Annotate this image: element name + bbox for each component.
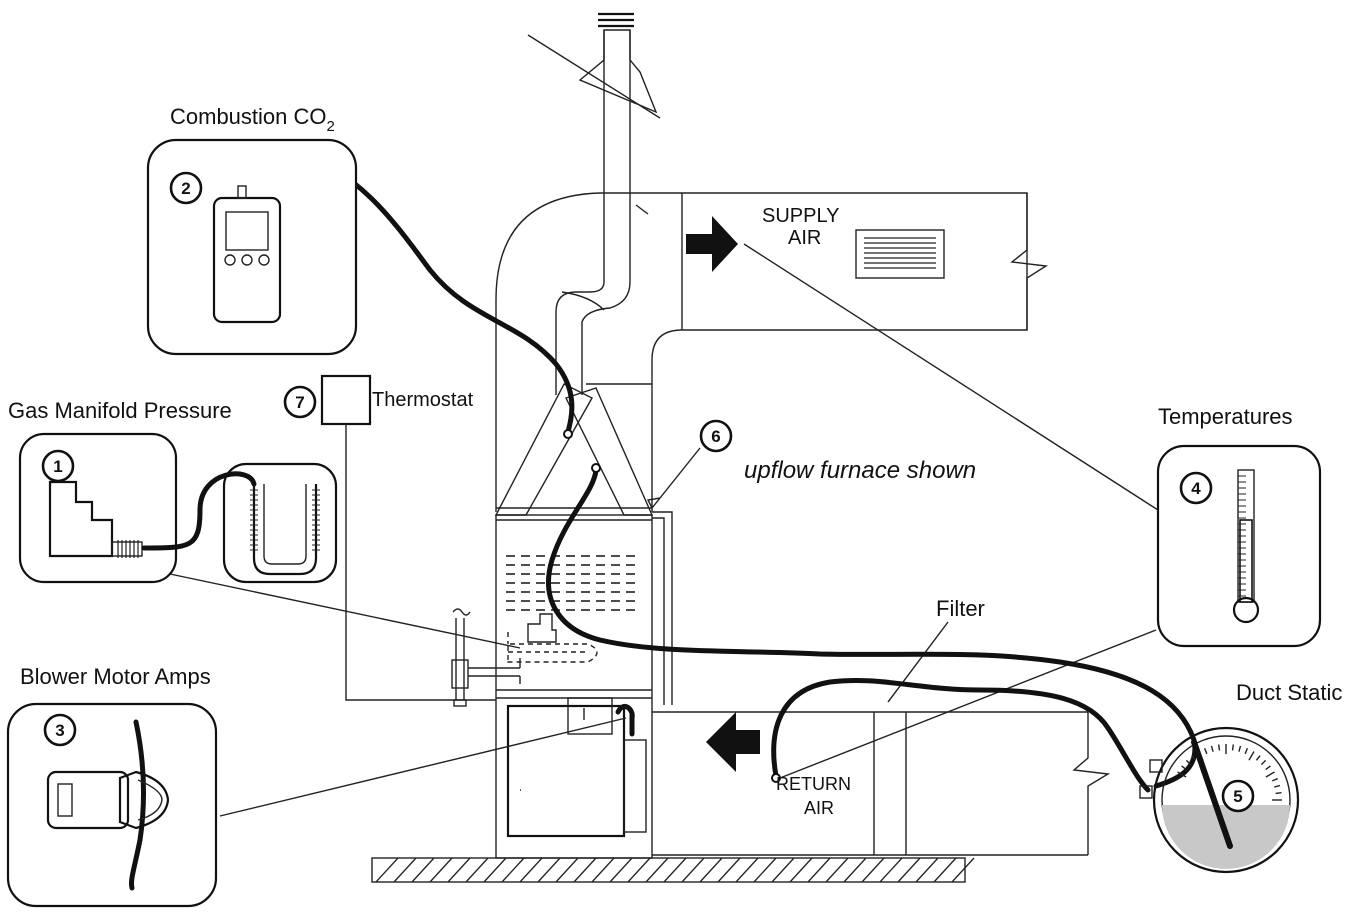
callout-1: 1 (41, 449, 75, 483)
supply-probe (563, 429, 573, 439)
svg-text:5: 5 (1233, 787, 1242, 806)
callout-2: 2 (169, 171, 203, 205)
temperatures-label: Temperatures (1158, 404, 1293, 429)
blower-motor-amps-label: Blower Motor Amps (20, 664, 211, 689)
floor-hatch (371, 857, 975, 883)
filter-label: Filter (936, 596, 985, 621)
furnace-cabinet (495, 511, 673, 859)
thermostat-label: Thermostat (372, 389, 474, 411)
svg-text:7: 7 (295, 393, 304, 412)
gas-piping (451, 608, 521, 707)
coil-probe (591, 463, 601, 473)
blower-amp-clamp-panel (6, 702, 218, 908)
return-air-arrow (706, 712, 760, 772)
thermostat-box (320, 374, 496, 701)
combustion-co2-label: Combustion CO2 (170, 104, 335, 135)
svg-text:4: 4 (1191, 479, 1201, 498)
return-probe (771, 773, 781, 783)
pointer-lines (169, 243, 1159, 817)
callout-5: 5 (1221, 779, 1255, 813)
gas-manifold-pressure-label: Gas Manifold Pressure (8, 398, 232, 423)
svg-text:6: 6 (711, 427, 720, 446)
callout-3: 3 (43, 713, 77, 747)
gas-valve-manifold (507, 613, 598, 663)
return-air-label-line2: AIR (804, 798, 834, 818)
callout-6: 6 (699, 419, 733, 453)
supply-air-label-line2: AIR (788, 227, 821, 249)
upflow-furnace-note: upflow furnace shown (744, 457, 976, 484)
callout-4: 4 (1179, 471, 1213, 505)
duct-static-gauge (1139, 726, 1300, 874)
svg-text:3: 3 (55, 721, 64, 740)
svg-text:1: 1 (53, 457, 62, 476)
supply-air-label-line1: SUPPLY (762, 205, 839, 227)
duct-static-label: Duct Static (1236, 680, 1342, 705)
supply-air-arrow (686, 216, 738, 272)
combustion-analyzer-panel (146, 138, 358, 356)
return-duct (652, 711, 1111, 856)
return-air-label-line1: RETURN (776, 774, 851, 794)
callout-7: 7 (283, 385, 317, 419)
supply-duct (495, 192, 1049, 512)
thermometer-panel (1156, 444, 1322, 648)
supply-register (855, 229, 945, 279)
svg-text:2: 2 (181, 179, 190, 198)
flue-vent (527, 12, 661, 395)
